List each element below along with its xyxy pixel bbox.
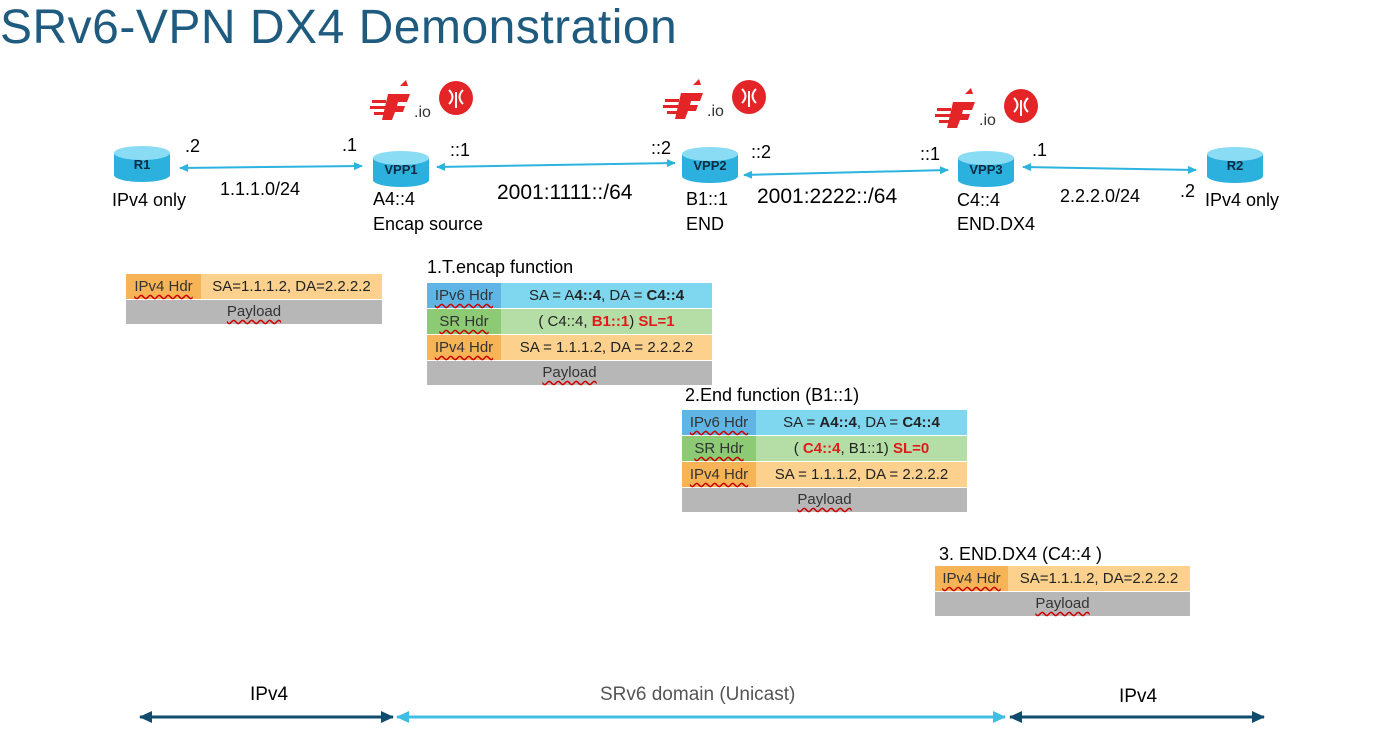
- ipv4-hdr-label: IPv4 Hdr: [427, 335, 501, 360]
- router-icon: [373, 151, 429, 187]
- ipv6-hdr-label: IPv6 Hdr: [427, 283, 501, 308]
- link1-right-if: .1: [342, 135, 358, 155]
- sr-header-row: SR Hdr ( C4::4, B1::1) SL=1: [427, 309, 712, 335]
- link-r1-vpp1: [179, 162, 363, 172]
- link-vpp1-vpp2: [436, 159, 676, 171]
- link1-subnet: 1.1.1.0/24: [220, 179, 301, 199]
- link4-subnet: 2.2.2.0/24: [1060, 186, 1141, 206]
- packet-decap: IPv4 Hdr SA=1.1.1.2, DA=2.2.2.2 Payload: [935, 566, 1190, 616]
- ipv4-hdr-value: SA = 1.1.1.2, DA = 2.2.2.2: [501, 335, 712, 360]
- ipv4-hdr-value: SA=1.1.1.2, DA=2.2.2.2: [1008, 566, 1190, 591]
- ipv4-header-row: IPv4 Hdr SA=1.1.1.2, DA=2.2.2.2: [126, 274, 382, 300]
- link1-left-if: .2: [185, 136, 201, 156]
- vpp3-addr: C4::4: [957, 190, 1001, 210]
- ipv6-hdr-value: SA = A4::4, DA = C4::4: [756, 410, 967, 435]
- domain-label-left: IPv4: [250, 684, 289, 705]
- ipv6-hdr-label: IPv6 Hdr: [682, 410, 756, 435]
- payload: Payload: [935, 592, 1190, 616]
- router-vpp3: VPP3: [956, 150, 1016, 190]
- sr-hdr-value: ( C4::4, B1::1) SL=0: [756, 436, 967, 461]
- fdio-logo-2: .io: [663, 77, 773, 127]
- ipv4-header-row: IPv4 Hdr SA = 1.1.1.2, DA = 2.2.2.2: [682, 462, 967, 488]
- ipv4-header-row: IPv4 Hdr SA = 1.1.1.2, DA = 2.2.2.2: [427, 335, 712, 361]
- domain-label-middle: SRv6 domain (Unicast): [600, 684, 796, 705]
- link4-right-if: .2: [1180, 181, 1196, 201]
- link2-subnet: 2001:1111::/64: [497, 181, 633, 204]
- vpp3-desc: END.DX4: [957, 214, 1036, 234]
- link2-right-if: ::2: [651, 138, 672, 158]
- router-icon: [1207, 147, 1263, 183]
- fdio-logo-1: .io: [370, 78, 480, 128]
- packet-end: IPv6 Hdr SA = A4::4, DA = C4::4 SR Hdr (…: [682, 410, 967, 512]
- vpp2-addr: B1::1: [686, 189, 729, 209]
- ipv4-hdr-label: IPv4 Hdr: [126, 274, 201, 299]
- router-r1: R1: [112, 145, 172, 185]
- router-vpp2: VPP2: [680, 146, 740, 186]
- link4-left-if: .1: [1032, 140, 1048, 160]
- sr-hdr-value: ( C4::4, B1::1) SL=1: [501, 309, 712, 334]
- function-title-2: 2.End function (B1::1): [685, 385, 860, 405]
- packet-original: IPv4 Hdr SA=1.1.1.2, DA=2.2.2.2 Payload: [126, 274, 382, 324]
- router-r2: R2: [1205, 146, 1265, 186]
- vpp2-desc: END: [686, 214, 725, 234]
- fdio-vpp-logo-icon: [935, 88, 1038, 128]
- fdio-vpp-logo-icon: [663, 79, 766, 119]
- vpp1-addr: A4::4: [373, 189, 416, 209]
- fdio-logo-3: .io: [935, 86, 1045, 136]
- payload: Payload: [126, 300, 382, 324]
- link3-right-if: ::1: [920, 144, 941, 164]
- sr-hdr-label: SR Hdr: [682, 436, 756, 461]
- payload: Payload: [427, 361, 712, 385]
- link-vpp2-vpp3: [743, 166, 949, 179]
- link3-left-if: ::2: [751, 142, 772, 162]
- fdio-vpp-logo-icon: [370, 80, 473, 120]
- ipv6-header-row: IPv6 Hdr SA = A4::4, DA = C4::4: [427, 283, 712, 309]
- function-title-1: 1.T.encap function: [427, 257, 574, 277]
- function-title-3: 3. END.DX4 (C4::4 ): [939, 544, 1103, 564]
- domain-label-right: IPv4: [1119, 686, 1158, 707]
- vpp1-desc: Encap source: [373, 214, 484, 234]
- payload: Payload: [682, 488, 967, 512]
- router-icon: [682, 147, 738, 183]
- page-title: SRv6-VPN DX4 Demonstration: [0, 1, 678, 54]
- ipv4-header-row: IPv4 Hdr SA=1.1.1.2, DA=2.2.2.2: [935, 566, 1190, 592]
- ipv6-header-row: IPv6 Hdr SA = A4::4, DA = C4::4: [682, 410, 967, 436]
- link-vpp3-r2: [1022, 163, 1197, 174]
- ipv4-hdr-label: IPv4 Hdr: [682, 462, 756, 487]
- link2-left-if: ::1: [450, 140, 471, 160]
- router-icon: [114, 146, 170, 182]
- router-vpp1: VPP1: [371, 150, 431, 190]
- link3-subnet: 2001:2222::/64: [757, 185, 898, 208]
- router-icon: [958, 151, 1014, 187]
- ipv4-hdr-label: IPv4 Hdr: [935, 566, 1008, 591]
- sr-hdr-label: SR Hdr: [427, 309, 501, 334]
- ipv4-hdr-value: SA = 1.1.1.2, DA = 2.2.2.2: [756, 462, 967, 487]
- ipv6-hdr-value: SA = A4::4, DA = C4::4: [501, 283, 712, 308]
- ipv4-hdr-value: SA=1.1.1.2, DA=2.2.2.2: [201, 274, 382, 299]
- sr-header-row: SR Hdr ( C4::4, B1::1) SL=0: [682, 436, 967, 462]
- r1-desc: IPv4 only: [112, 190, 187, 210]
- r2-desc: IPv4 only: [1205, 190, 1280, 210]
- packet-tencap: IPv6 Hdr SA = A4::4, DA = C4::4 SR Hdr (…: [427, 283, 712, 385]
